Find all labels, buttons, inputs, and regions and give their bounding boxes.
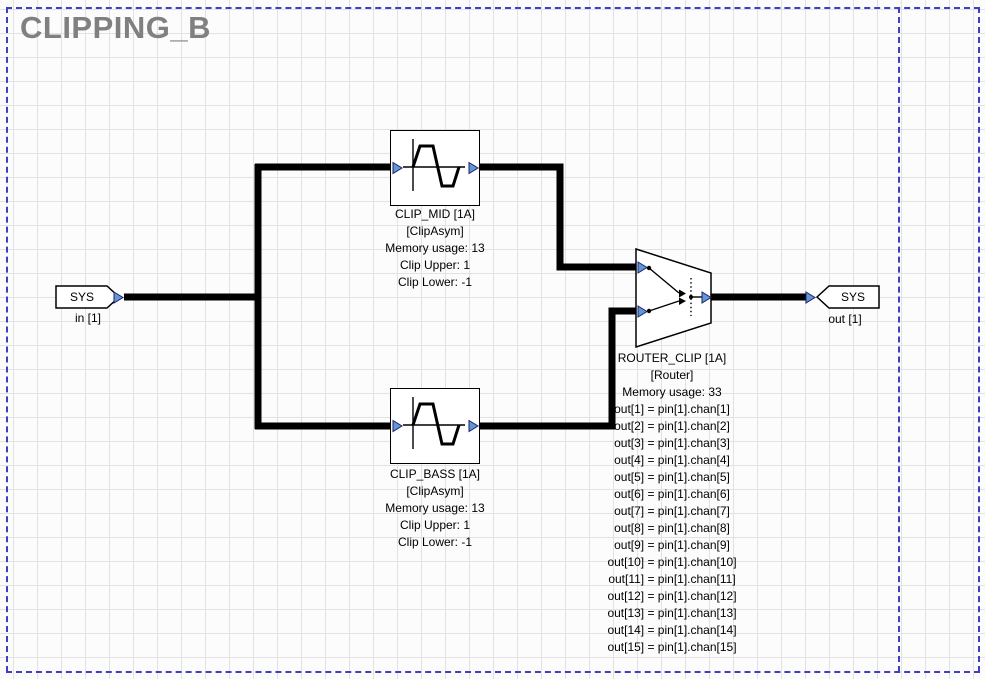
caption-line: Clip Lower: -1: [397, 535, 473, 549]
wire-clip-bass-to-router[interactable]: [478, 307, 636, 430]
caption-line: out[6] = pin[1].chan[6]: [614, 487, 730, 501]
router-matrix-icon: [646, 265, 703, 316]
output-port-caption: out [1]: [828, 312, 862, 326]
block-name: CLIP_MID [1A]: [394, 207, 476, 221]
caption-line: out[11] = pin[1].chan[11]: [608, 572, 736, 586]
router-output-pin[interactable]: [701, 291, 712, 304]
caption-line: out[5] = pin[1].chan[5]: [614, 470, 730, 484]
block-type: [ClipAsym]: [406, 224, 464, 238]
clip-mid-block[interactable]: [390, 130, 480, 206]
input-pin[interactable]: [392, 161, 403, 175]
router-input-pin-2[interactable]: [637, 305, 648, 318]
clip-mid-caption: CLIP_MID [1A] [ClipAsym] Memory usage: 1…: [345, 206, 525, 291]
page-border-left: [6, 7, 8, 672]
caption-line: out[13] = pin[1].chan[13]: [607, 606, 737, 620]
caption-line: out[15] = pin[1].chan[15]: [607, 640, 737, 654]
input-port-caption: in [1]: [74, 311, 101, 325]
caption-line: out[9] = pin[1].chan[9]: [614, 538, 730, 552]
clip-waveform-icon: [403, 397, 465, 449]
page-border-right-outer: [978, 7, 980, 672]
caption-line: Memory usage: 33: [622, 385, 722, 399]
block-details: Memory usage: 13 Clip Upper: 1 Clip Lower:…: [345, 240, 525, 291]
caption-line: out[3] = pin[1].chan[3]: [614, 436, 730, 450]
block-type: [ClipAsym]: [406, 484, 464, 498]
block-details: Memory usage: 13 Clip Upper: 1 Clip Lower:…: [345, 500, 525, 551]
caption-line: out[1] = pin[1].chan[1]: [614, 402, 730, 416]
caption-line: out[2] = pin[1].chan[2]: [614, 419, 730, 433]
caption-line: out[12] = pin[1].chan[12]: [607, 589, 737, 603]
input-port-sys[interactable]: SYS: [55, 285, 129, 309]
page-border-top: [6, 7, 980, 9]
caption-line: out[8] = pin[1].chan[8]: [614, 521, 730, 535]
input-port-label: SYS: [69, 290, 94, 304]
caption-line: out[14] = pin[1].chan[14]: [607, 623, 737, 637]
caption-line: Memory usage: 13: [385, 241, 485, 255]
wire-clip-mid-to-router[interactable]: [478, 163, 636, 271]
router-input-pin-1[interactable]: [637, 261, 648, 274]
input-pin[interactable]: [392, 419, 403, 433]
output-tag-shape: [815, 285, 880, 309]
schematic-title: CLIPPING_B: [20, 10, 212, 45]
caption-line: out[7] = pin[1].chan[7]: [614, 504, 730, 518]
block-name: CLIP_BASS [1A]: [389, 467, 481, 481]
input-port-pin[interactable]: [113, 291, 124, 304]
output-pin[interactable]: [468, 161, 479, 175]
caption-line: Clip Lower: -1: [397, 275, 473, 289]
page-border-bottom: [6, 671, 980, 673]
clip-waveform-icon: [403, 139, 465, 191]
block-details: Memory usage: 33 out[1] = pin[1].chan[1] o…: [572, 384, 772, 656]
output-port-sys[interactable]: SYS: [803, 285, 881, 309]
caption-line: Clip Upper: 1: [399, 258, 471, 272]
block-type: [Router]: [650, 368, 694, 382]
caption-line: out[4] = pin[1].chan[4]: [614, 453, 730, 467]
router-shape: [635, 247, 712, 349]
caption-line: out[10] = pin[1].chan[10]: [607, 555, 737, 569]
caption-line: Clip Upper: 1: [399, 518, 471, 532]
router-caption: ROUTER_CLIP [1A] [Router] Memory usage: …: [572, 350, 772, 656]
clip-bass-block[interactable]: [390, 388, 480, 464]
caption-line: Memory usage: 13: [385, 501, 485, 515]
clip-bass-caption: CLIP_BASS [1A] [ClipAsym] Memory usage: …: [345, 466, 525, 551]
input-tag-shape: [55, 285, 121, 309]
output-pin[interactable]: [468, 419, 479, 433]
output-port-pin[interactable]: [805, 291, 816, 304]
router-block[interactable]: [635, 247, 713, 349]
output-port-label: SYS: [840, 290, 865, 304]
page-border-right-inner: [898, 7, 900, 672]
block-name: ROUTER_CLIP [1A]: [617, 351, 727, 365]
